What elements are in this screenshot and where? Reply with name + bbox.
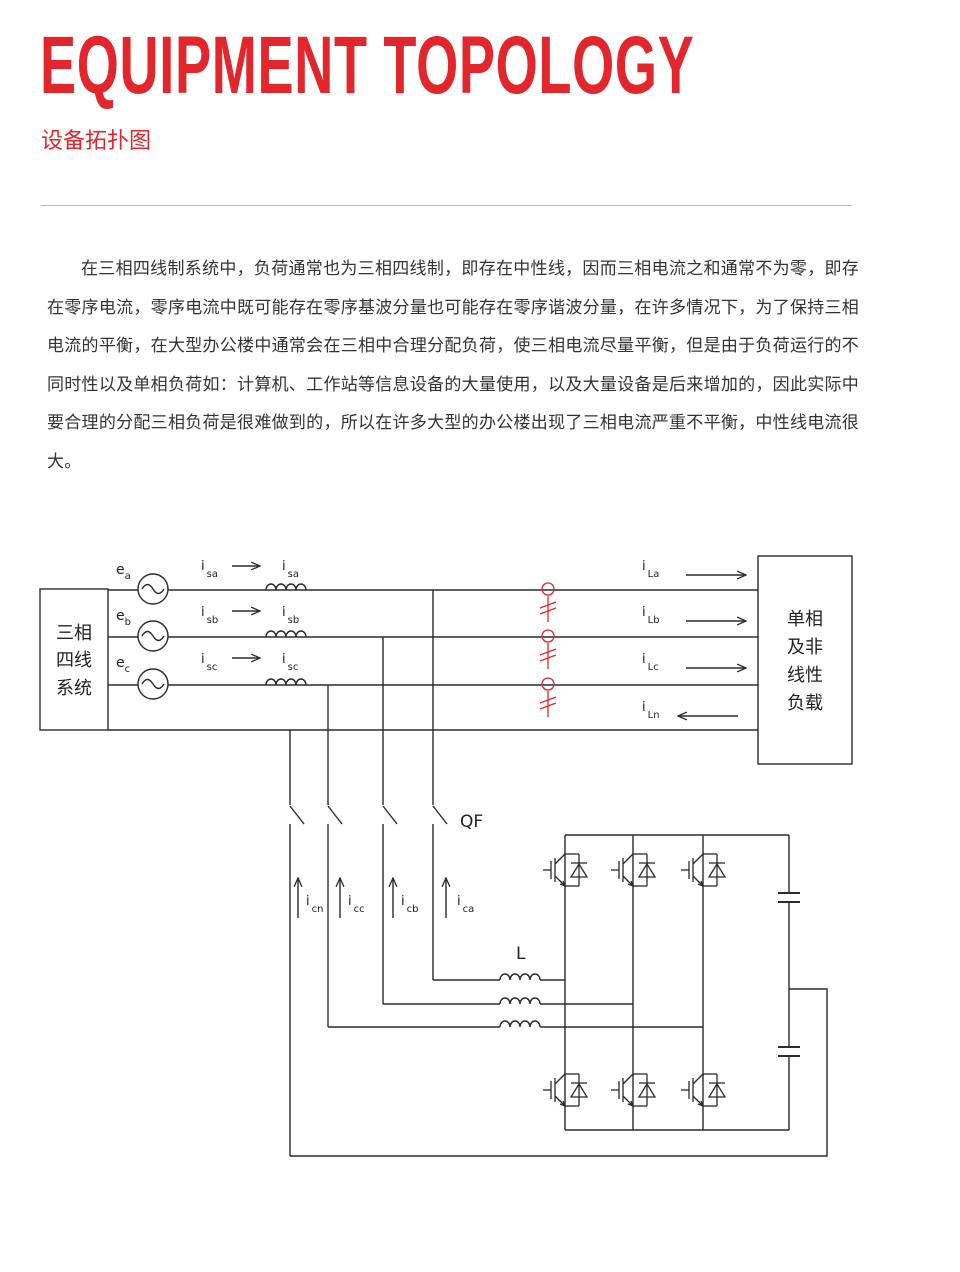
label-isb-1: isb <box>201 605 218 626</box>
inductor-a-icon <box>265 583 307 591</box>
source-box-line-3: 系统 <box>56 678 92 699</box>
label-icn: icn <box>306 894 323 915</box>
igbt-upper-1-icon <box>543 853 589 888</box>
label-isb-2: isb <box>282 605 299 626</box>
label-ilb: iLb <box>642 605 660 626</box>
igbt-lower-1-icon <box>543 1073 589 1108</box>
breaker-qf-icon <box>288 805 448 825</box>
source-a-icon <box>137 573 169 605</box>
igbt-upper-3-icon <box>681 853 727 888</box>
load-box-line-4: 负载 <box>787 693 823 714</box>
label-isc-1: isc <box>201 652 217 673</box>
label-ica: ica <box>457 894 474 915</box>
inductor-b-icon <box>265 630 307 638</box>
label-icc: icc <box>348 894 365 915</box>
ct-b-icon <box>539 629 557 669</box>
source-c-icon <box>137 668 169 700</box>
igbt-lower-2-icon <box>611 1073 657 1108</box>
label-isc-2: isc <box>282 652 298 673</box>
label-isa-2: isa <box>282 559 299 580</box>
label-ilc: iLc <box>642 652 659 673</box>
label-ea: ea <box>116 562 131 582</box>
label-iln: iLn <box>642 700 660 721</box>
inductor-c-icon <box>265 678 307 686</box>
load-box-line-2: 及非 <box>787 637 823 658</box>
label-qf: QF <box>460 812 483 832</box>
source-box <box>39 588 109 731</box>
page-subtitle: 设备拓扑图 <box>41 129 152 154</box>
label-l: L <box>516 944 526 964</box>
source-b-icon <box>137 620 169 652</box>
filter-inductor-c-icon <box>499 1020 541 1028</box>
label-ila: iLa <box>642 559 659 580</box>
source-box-line-2: 四线 <box>56 650 92 671</box>
igbt-lower-3-icon <box>681 1073 727 1108</box>
load-box-line-3: 线性 <box>787 665 823 686</box>
load-box <box>757 555 853 765</box>
label-isa-1: isa <box>201 559 218 580</box>
neutral-return <box>290 988 828 1157</box>
divider <box>41 205 852 206</box>
label-icb: icb <box>401 894 418 915</box>
igbt-upper-2-icon <box>611 853 657 888</box>
label-ec: ec <box>116 655 130 675</box>
ct-c-icon <box>539 677 557 717</box>
load-box-line-1: 单相 <box>787 609 823 630</box>
description-paragraph: 在三相四线制系统中，负荷通常也为三相四线制，即存在中性线，因而三相电流之和通常不… <box>47 259 859 472</box>
filter-inductor-b-icon <box>499 997 541 1005</box>
ct-a-icon <box>539 582 557 622</box>
source-box-line-1: 三相 <box>56 623 92 644</box>
label-eb: eb <box>116 608 131 628</box>
filter-inductor-a-icon <box>499 973 541 981</box>
